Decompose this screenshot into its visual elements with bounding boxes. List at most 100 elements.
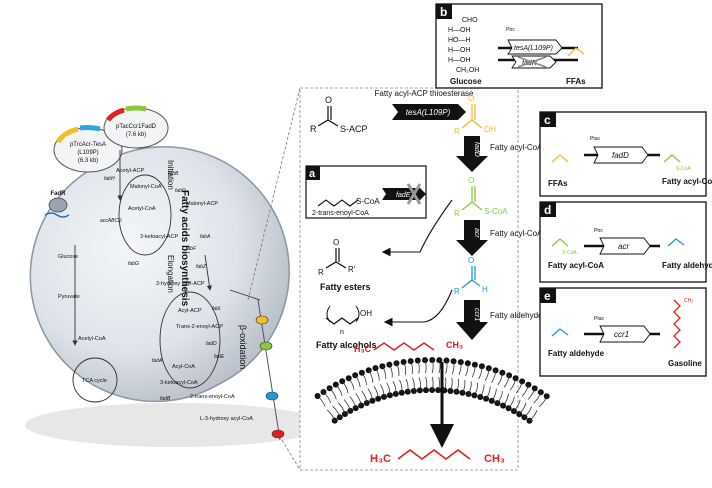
- panel-e-substrate: Fatty aldehyde: [548, 349, 605, 358]
- cell-pathways: [72, 150, 261, 403]
- ffa-structure: [461, 104, 483, 129]
- panel-b-gene1: tesA(L109P): [514, 45, 553, 52]
- lipid-tail: [375, 367, 380, 381]
- fadd-gene: [593, 146, 649, 164]
- step2-gene: fadD: [473, 142, 480, 157]
- step3-gene: acr: [473, 228, 480, 238]
- lipid-tail: [462, 379, 466, 393]
- met-acetyl-acp: Acetyl-ACP: [116, 168, 144, 174]
- label-initiation: Initiation: [166, 160, 175, 190]
- lipid-tail: [355, 393, 362, 406]
- lipid-tail: [474, 382, 479, 396]
- acr-gene: [599, 237, 651, 255]
- lipid-tail: [379, 384, 385, 397]
- step4-gene: ccr1: [473, 308, 480, 321]
- enz-fabg: fabG: [128, 261, 139, 267]
- panel-c: c FFAs Ptac fadD S-CoA Fatty acyl-CoA: [539, 111, 712, 197]
- panel-a-gene: fadE: [396, 192, 411, 199]
- lipid-tail: [502, 393, 509, 406]
- panel-b-letter: b: [440, 5, 447, 19]
- ester-r: R: [318, 268, 324, 277]
- met-acetyl-coa: Acetyl-CoA: [78, 336, 106, 342]
- label-elongation: Elongation: [166, 255, 175, 293]
- lipid-tail: [438, 359, 441, 374]
- coa-scoa: S-CoA: [484, 207, 508, 216]
- ffa-r: R: [454, 127, 460, 136]
- met-pyruvate: Pyruvate: [58, 294, 80, 300]
- ccr1-gene: [599, 325, 651, 343]
- lipid-tail: [367, 388, 373, 401]
- step3-enzyme: Fatty acyl-CoA reductase: [490, 229, 580, 238]
- acyl-coa-structure: [461, 186, 483, 211]
- step1-enzyme-name: Fatty acyl-ACP thioesterase: [374, 89, 474, 98]
- alkane-top: H₃C CH₃: [354, 340, 463, 354]
- panel-a-letter: a: [309, 168, 316, 180]
- lipid-tail: [491, 388, 497, 402]
- alcohol-oh: OH: [360, 309, 372, 318]
- lipid-tail: [332, 406, 341, 418]
- lipid-tail: [503, 375, 510, 388]
- ester-structure: O R R' Fatty esters: [318, 238, 371, 292]
- step2-enzyme: Fatty acyl-CoA synthetase: [490, 143, 583, 152]
- alcohol-structure: n OH Fatty alcohols: [316, 305, 377, 350]
- lipid-tail: [450, 378, 453, 392]
- lipid-tail: [515, 381, 523, 394]
- met-malonyl-acp: Malonyl-ACP: [186, 201, 218, 207]
- zoom-line-bottom: [281, 439, 301, 471]
- lipid-tail: [418, 377, 421, 391]
- panel-e-gene: ccr1: [614, 330, 629, 339]
- lipid-tail: [456, 378, 459, 392]
- ffa-oh: OH: [484, 125, 496, 134]
- lipid-tail: [533, 392, 542, 404]
- membrane: [314, 357, 550, 424]
- alcohol-n: n: [340, 329, 344, 336]
- panel-b-promoter: Ptrc: [506, 27, 515, 33]
- lipid-tail: [519, 402, 527, 415]
- enz-fabz: fabZ: [196, 264, 207, 270]
- panel-d-letter-bg: [540, 202, 556, 217]
- lipid-tail: [341, 381, 349, 393]
- met-tca-cycle: TCA cycle: [82, 378, 107, 384]
- cell-shadow: [25, 403, 325, 447]
- panel-e-letter-bg: [540, 288, 556, 303]
- zoom-line-top: [247, 87, 301, 301]
- lipid-tail: [529, 409, 538, 421]
- knockout-x: [406, 183, 422, 205]
- lipid-tail: [389, 364, 393, 378]
- alkane-bottom: H₃C CH₃: [370, 449, 505, 465]
- panel-d-promoter: Ptrc: [594, 228, 603, 234]
- plasmid-2-line-2: (7.6 kb): [126, 132, 146, 138]
- enz-fadb: fadB: [160, 396, 171, 402]
- enz-fabb: fabB: [168, 171, 179, 177]
- acp-r: R: [310, 124, 317, 134]
- enz-fabi: fabI: [212, 306, 221, 312]
- lipid-tail: [445, 360, 448, 374]
- lipid-tail: [417, 360, 420, 374]
- lipid-tail: [373, 386, 379, 399]
- met-acetyl-coa-2: Acetyl-CoA: [128, 206, 156, 212]
- lipid-tail: [471, 364, 476, 378]
- met-2-trans-enoyl-coa: 2-trans-enoyl-CoA: [190, 394, 235, 400]
- plasmid-1-line-3: (6.3 kb): [78, 158, 98, 164]
- step1-gene: tesA(L109P): [406, 108, 451, 117]
- lipid-tail: [317, 395, 326, 407]
- lipid-tail: [361, 372, 367, 385]
- lipid-tail: [382, 365, 387, 379]
- step3-arrow: acr: [456, 220, 488, 256]
- lipid-tail: [497, 391, 503, 404]
- panel-d-group: S-CoA: [562, 250, 577, 256]
- panel-a-letter-bg: [306, 166, 320, 180]
- main-panel-border: [299, 87, 519, 471]
- label-beta-oxidation: β-oxidation: [238, 325, 248, 369]
- met-malonyl-coa: Malonyl-CoA: [130, 184, 162, 190]
- lipid-tail: [335, 384, 343, 397]
- sugar-line-5: H—OH: [448, 57, 471, 64]
- lipid-tail: [323, 391, 331, 404]
- lipid-tail: [521, 384, 529, 397]
- enz-fadd: fadD: [206, 341, 217, 347]
- panel-b-product: FFAs: [566, 77, 586, 86]
- panel-d-letter: d: [544, 203, 551, 217]
- lipid-tail: [386, 382, 391, 396]
- sugar-line-4: H—OH: [448, 47, 471, 54]
- ester-o: O: [333, 238, 339, 247]
